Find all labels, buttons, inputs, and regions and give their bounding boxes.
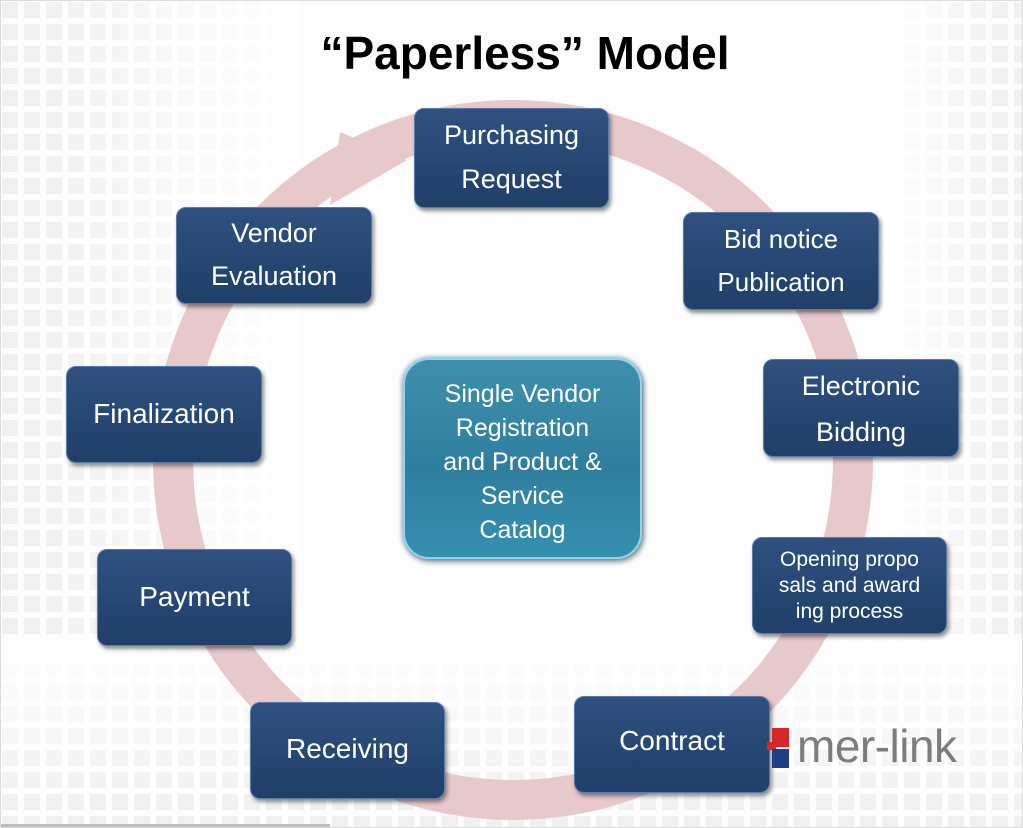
logo-mark-red [772,728,789,747]
node-label: Purchasing Request [443,120,580,194]
center-label: Single Vendor Registration and Product &… [443,380,602,544]
logo-mark-blue [772,749,789,768]
node-opening-proposals: Opening propo sals and award ing process [752,537,947,634]
node-bid-notice-publication: Bid notice Publication [683,212,879,310]
node-electronic-bidding: Electronic Bidding [763,359,959,457]
logo-mark-tab [767,742,776,750]
node-contract: Contract [574,696,770,793]
center-hub: Single Vendor Registration and Product &… [403,358,642,559]
node-label: Contract [619,725,725,756]
node-label: Opening propo sals and award ing process [778,548,921,623]
cycle-arrowhead [330,132,407,205]
node-label: Finalization [93,398,235,429]
node-payment: Payment [97,549,292,646]
slide-title: “Paperless” Model [320,27,730,79]
node-finalization: Finalization [66,366,262,463]
node-label: Bid notice Publication [717,224,845,297]
node-purchasing-request: Purchasing Request [414,108,609,208]
node-label: Receiving [286,733,409,764]
node-vendor-evaluation: Vendor Evaluation [176,207,372,304]
logo-text: mer-link [797,720,957,772]
node-label: Electronic Bidding [801,371,921,447]
node-receiving: Receiving [250,702,445,799]
node-label: Vendor Evaluation [210,218,338,291]
node-label: Payment [139,581,250,612]
